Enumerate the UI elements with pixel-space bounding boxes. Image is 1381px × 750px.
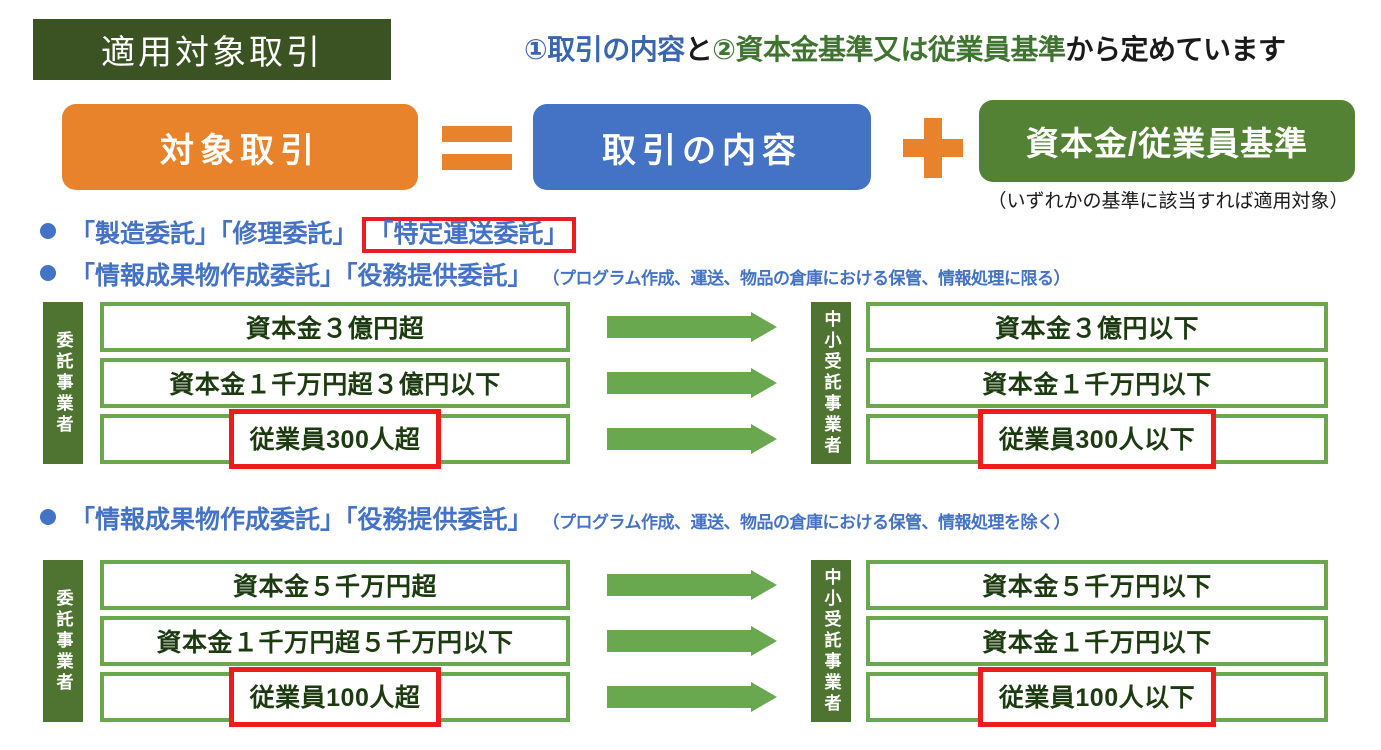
table-1-left-row-1: 資本金３億円超 xyxy=(245,315,425,343)
criteria-note: （いずれかの基準に該当すれば適用対象） xyxy=(987,191,1349,212)
table-row: 従業員300人超 xyxy=(100,409,570,469)
bullet-1-main: 「製造委託」「修理委託」 xyxy=(70,220,358,248)
bullet-item-2: 「情報成果物作成委託」「役務提供委託」 （プログラム作成、運送、物品の倉庫におけ… xyxy=(40,256,1071,292)
table-1-left-label: 委託事業者 xyxy=(43,302,83,464)
table-1-right-row-1: 資本金３億円以下 xyxy=(994,315,1199,343)
table-2-left-label: 委託事業者 xyxy=(43,560,83,722)
table-row: 資本金５千万円以下 xyxy=(866,560,1328,610)
header-note-part2: と xyxy=(684,34,713,65)
bullet-dot-icon xyxy=(40,509,56,525)
table-row: 資本金１千万円超５千万円以下 xyxy=(100,616,570,666)
bullet-dot-icon xyxy=(40,265,56,281)
table-row: 資本金１千万円以下 xyxy=(866,358,1328,408)
table-row: 従業員100人以下 xyxy=(866,667,1328,727)
flow-arrow-icon xyxy=(607,312,777,342)
table-1-left-row-2: 資本金１千万円超３億円以下 xyxy=(169,371,501,399)
header-note-part1: ①取引の内容 xyxy=(524,34,685,65)
bullet-item-3: 「情報成果物作成委託」「役務提供委託」 （プログラム作成、運送、物品の倉庫におけ… xyxy=(40,500,1071,536)
table-row: 資本金１千万円超３億円以下 xyxy=(100,358,570,408)
bullet-2-main: 「情報成果物作成委託」「役務提供委託」 xyxy=(70,262,533,290)
target-transaction-label: 対象取引 xyxy=(160,131,320,170)
capital-employee-criteria-label: 資本金/従業員基準 xyxy=(1025,125,1309,162)
table-1-right-row-3: 従業員300人以下 xyxy=(977,409,1217,469)
table-2-left-row-3: 従業員100人超 xyxy=(228,667,442,727)
flow-arrow-icon xyxy=(607,424,777,454)
page-title-banner: 適用対象取引 xyxy=(33,19,391,80)
table-row: 資本金１千万円以下 xyxy=(866,616,1328,666)
table-1-left-row-3: 従業員300人超 xyxy=(228,409,442,469)
table-2-right-label: 中小受託事業者 xyxy=(811,560,851,722)
table-2-right-row-2: 資本金１千万円以下 xyxy=(982,629,1212,657)
target-transaction-box: 対象取引 xyxy=(62,104,418,190)
table-row: 従業員100人超 xyxy=(100,667,570,727)
flow-arrow-icon xyxy=(607,682,777,712)
bullet-1-highlight: 「特定運送委託」 xyxy=(361,217,576,254)
header-note: ①取引の内容と②資本金基準又は従業員基準から定めています xyxy=(524,28,1286,68)
flow-arrow-icon xyxy=(607,368,777,398)
plus-icon xyxy=(903,118,963,178)
transaction-content-label: 取引の内容 xyxy=(602,131,802,170)
bullet-3-main: 「情報成果物作成委託」「役務提供委託」 xyxy=(70,506,533,534)
table-row: 資本金３億円以下 xyxy=(866,302,1328,352)
header-note-part4: から定めています xyxy=(1065,34,1286,65)
bullet-dot-icon xyxy=(40,223,56,239)
table-1-right-row-2: 資本金１千万円以下 xyxy=(982,371,1212,399)
page-title: 適用対象取引 xyxy=(101,34,323,72)
bullet-item-1: 「製造委託」「修理委託」 「特定運送委託」 xyxy=(40,214,576,254)
bullet-3-sub: （プログラム作成、運送、物品の倉庫における保管、情報処理を除く） xyxy=(542,513,1071,532)
table-2-left-row-1: 資本金５千万円超 xyxy=(232,573,437,601)
table-2-right-row-1: 資本金５千万円以下 xyxy=(982,573,1212,601)
table-2-left-row-2: 資本金１千万円超５千万円以下 xyxy=(156,629,514,657)
bullet-2-sub: （プログラム作成、運送、物品の倉庫における保管、情報処理に限る） xyxy=(542,269,1071,288)
table-1-right-label: 中小受託事業者 xyxy=(811,302,851,464)
equals-icon xyxy=(442,126,512,170)
table-row: 従業員300人以下 xyxy=(866,409,1328,469)
flow-arrow-icon xyxy=(607,570,777,600)
table-2-right-row-3: 従業員100人以下 xyxy=(977,667,1217,727)
flow-arrow-icon xyxy=(607,626,777,656)
table-row: 資本金３億円超 xyxy=(100,302,570,352)
transaction-content-box: 取引の内容 xyxy=(533,104,871,190)
table-row: 資本金５千万円超 xyxy=(100,560,570,610)
capital-employee-criteria-box: 資本金/従業員基準 xyxy=(979,100,1355,182)
header-note-part3: ②資本金基準又は従業員基準 xyxy=(712,34,1066,65)
